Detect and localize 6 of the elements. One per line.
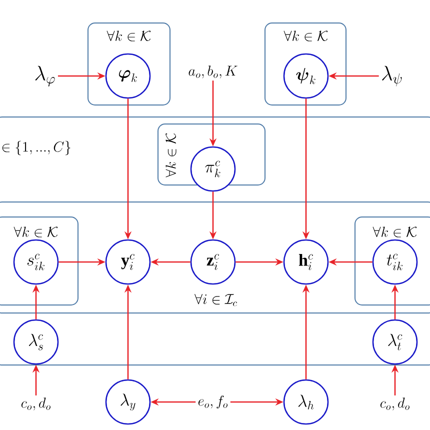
parameter-label: $\lambda_{\psi}$ — [382, 66, 402, 86]
parameter-label: $e_o, f_o$ — [198, 396, 228, 409]
parameter-label: $\lambda_{\varphi}$ — [35, 66, 55, 86]
parameter-label: $a_o, b_o, K$ — [188, 66, 238, 78]
parameter-label: $c_o, d_o$ — [380, 398, 410, 410]
parameter-label: $c_o, d_o$ — [21, 398, 50, 410]
